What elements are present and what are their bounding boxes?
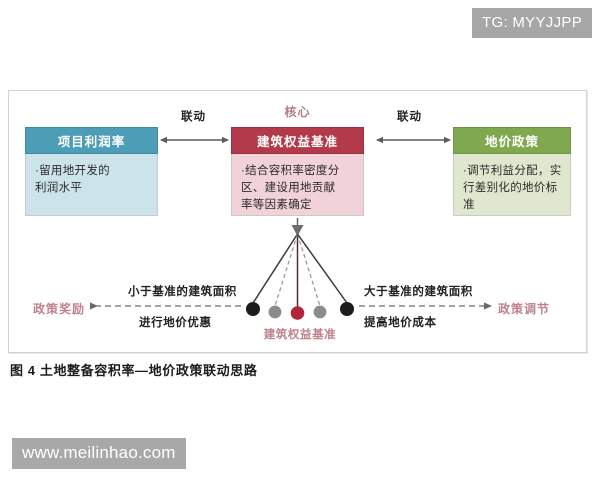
pendulum-ball-3 [290, 306, 305, 320]
node-building-equity-benchmark[interactable]: 建筑权益基准 ·结合容积率密度分 区、建设用地贡献 率等因素确定 [231, 127, 364, 216]
flow-left-top-text: 小于基准的建筑面积 [128, 286, 237, 298]
link-label-right: 联动 [397, 111, 422, 123]
pendulum-ball-1 [246, 302, 260, 316]
node-land-price-policy[interactable]: 地价政策 ·调节利益分配，实 行差别化的地价标 准 [453, 127, 571, 216]
pendulum-ball-4 [313, 305, 327, 319]
pendulum-label: 建筑权益基准 [263, 329, 337, 341]
node-land-price-policy-title: 地价政策 [453, 127, 571, 154]
flow-right-top-text: 大于基准的建筑面积 [364, 286, 473, 298]
flow-right-bottom-text: 提高地价成本 [364, 317, 437, 329]
policy-adjust-label: 政策调节 [498, 302, 551, 316]
pendulum-ball-5 [340, 302, 354, 316]
pendulum-string-2 [274, 233, 299, 307]
watermark-top: TG: MYYJJPP [472, 8, 592, 38]
pendulum-ball-2 [268, 305, 282, 319]
core-label: 核心 [284, 105, 311, 119]
link-label-left: 联动 [181, 111, 206, 123]
node-building-equity-benchmark-body: ·结合容积率密度分 区、建设用地贡献 率等因素确定 [231, 154, 364, 216]
pendulum-string-5 [296, 233, 348, 304]
flow-left-bottom-text: 进行地价优惠 [139, 317, 212, 329]
node-building-equity-benchmark-title: 建筑权益基准 [231, 127, 364, 154]
node-land-price-policy-body: ·调节利益分配，实 行差别化的地价标 准 [453, 154, 571, 216]
connector-layer [90, 136, 492, 320]
watermark-bottom: www.meilinhao.com [12, 438, 186, 469]
node-project-profit-rate-body: ·留用地开发的 利润水平 [25, 154, 158, 216]
pendulum-string-1 [252, 233, 299, 304]
policy-reward-label: 政策奖励 [33, 302, 86, 316]
node-project-profit-rate[interactable]: 项目利润率 ·留用地开发的 利润水平 [25, 127, 158, 216]
pendulum-string-4 [296, 233, 321, 307]
arrowhead-core-down [291, 225, 304, 236]
figure-caption: 图 4 土地整备容积率—地价政策联动思路 [10, 363, 258, 378]
node-project-profit-rate-title: 项目利润率 [25, 127, 158, 154]
diagram-frame: 核心 项目利润率 ·留用地开发的 利润水平 建筑权益基准 ·结合容积率密度分 区… [8, 90, 587, 353]
diagram-stage: 核心 项目利润率 ·留用地开发的 利润水平 建筑权益基准 ·结合容积率密度分 区… [9, 91, 586, 352]
